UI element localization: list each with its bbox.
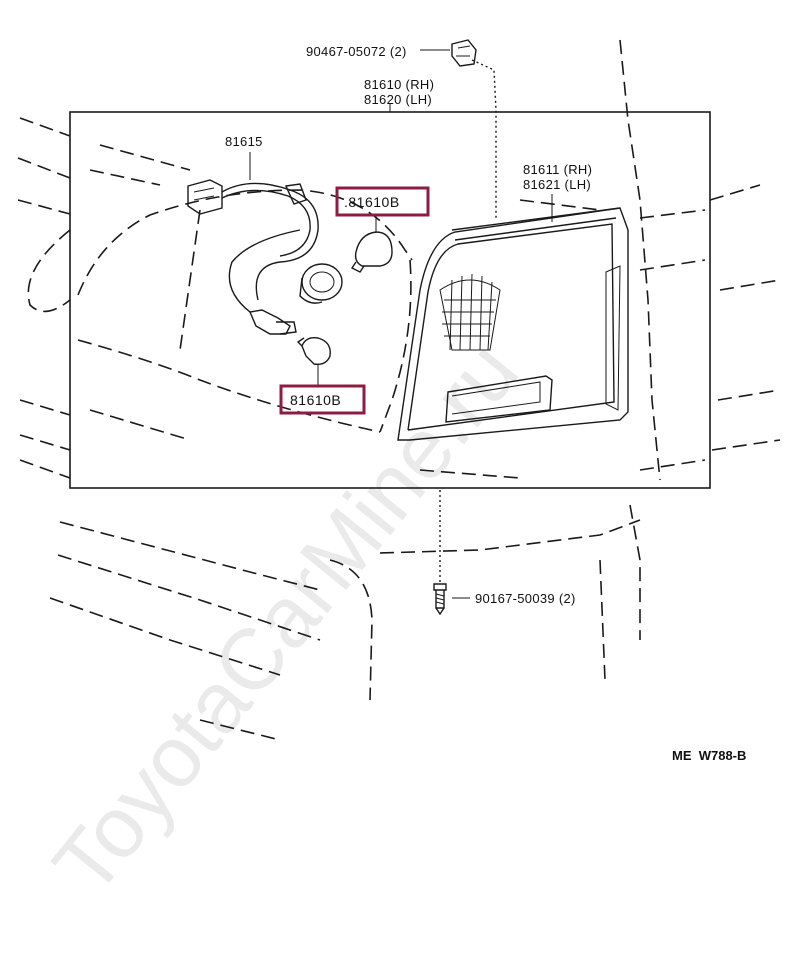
assembly-lh-label[interactable]: 81620 (LH) <box>364 92 432 107</box>
lens-part <box>397 207 629 441</box>
diagram-code: ME W788-B <box>672 748 746 763</box>
lens-rh-label[interactable]: 81611 (RH) <box>523 162 592 177</box>
clip-part <box>451 39 497 220</box>
body-outline <box>17 39 781 741</box>
bulb-large-label[interactable]: .81610B <box>344 194 400 210</box>
housing-outline <box>77 144 706 479</box>
bulb-large <box>350 231 393 273</box>
socket-wire-harness <box>187 179 343 335</box>
bulb-large-highlight <box>335 186 430 217</box>
screw-part <box>433 490 447 616</box>
bulb-small-label[interactable]: 81610B <box>290 392 341 408</box>
screw-label[interactable]: 90167-50039 (2) <box>475 591 576 606</box>
clip-label[interactable]: 90467-05072 (2) <box>306 44 407 59</box>
assembly-rh-label[interactable]: 81610 (RH) <box>364 77 434 92</box>
lens-lh-label[interactable]: 81621 (LH) <box>523 177 591 192</box>
bulb-small-highlight <box>279 384 366 415</box>
socket-wire-label[interactable]: 81615 <box>225 134 263 149</box>
bulb-small <box>296 336 331 366</box>
